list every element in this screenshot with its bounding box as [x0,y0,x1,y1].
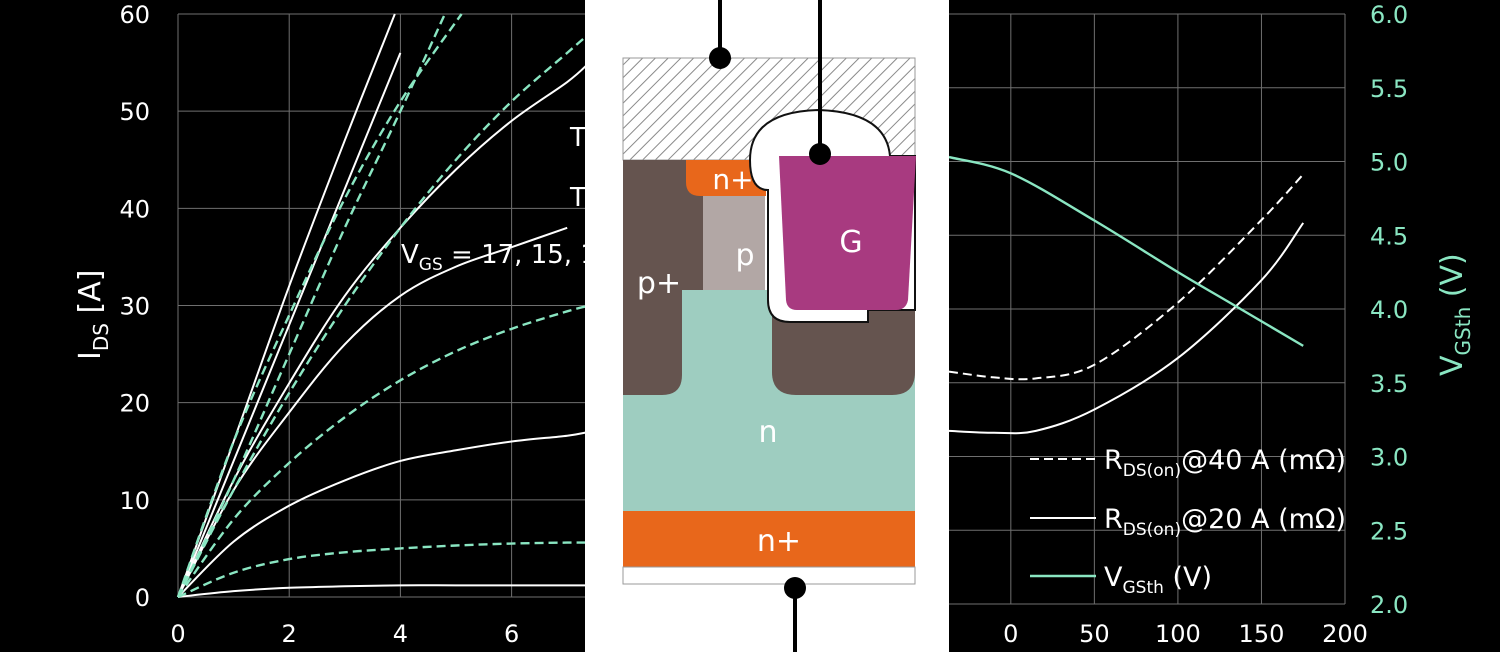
y-right-tick-label: 6.0 [1370,1,1408,29]
y-right-tick-label: 2.0 [1370,591,1408,619]
legend-label-rdson-20a: RDS(on)@20 A (mΩ) [1104,504,1346,540]
iv-curve [177,304,590,598]
label-gate: G [839,225,862,260]
iv-curve [176,32,591,598]
temperature-chart-legend: RDS(on)@40 A (mΩ) RDS(on)@20 A (mΩ) VGSt… [1030,445,1346,598]
legend-label-vgsth: VGSth (V) [1104,562,1212,598]
iv-curve [177,61,591,598]
x-tick-label: 100 [1155,620,1201,648]
iv-chart-y-axis-label: IDS [A] [73,270,113,360]
p-plus-region-right [772,300,915,395]
iv-chart-grid [177,13,585,598]
label-n-plus-bottom: n+ [757,524,801,559]
iv-chart-annotation-1: T [569,123,586,153]
n-plus-source-region [686,160,766,196]
temperature-curve [948,222,1305,435]
iv-chart-annotation-2: T [569,183,586,213]
y-right-tick-label: 4.5 [1370,222,1408,250]
temperature-chart-curves [948,155,1305,435]
temperature-curve [948,173,1304,381]
y-tick-label: 40 [119,195,150,223]
label-p-plus: p+ [637,266,681,301]
temperature-chart-right-y-axis-label: VGSth (V) [1435,253,1475,376]
temperature-chart: 0 50 100 150 200 2.0 2.5 3.0 3.5 4.0 4.5 5.0 5.5 6.0… [948,1,1475,648]
y-right-tick-label: 5.0 [1370,149,1408,177]
x-tick-label: 2 [282,620,297,648]
p-plus-region [623,160,703,395]
label-n: n [758,415,777,450]
iv-curve [177,52,402,598]
iv-chart: 0 2 4 6 0 10 20 30 40 50 60 IDS [A] T T VGS = 17,… [73,1,597,648]
y-tick-label: 60 [119,1,150,29]
iv-chart-vgs-annotation: VGS = 17, 15, 1 [401,240,597,275]
iv-curve [176,13,446,598]
y-right-tick-label: 5.5 [1370,75,1408,103]
y-right-tick-label: 3.5 [1370,370,1408,398]
source-terminal [709,47,731,69]
label-n-plus-top: n+ [712,163,753,196]
x-tick-label: 150 [1239,620,1285,648]
drain-metal-layer [622,566,916,585]
y-right-tick-label: 2.5 [1370,517,1408,545]
legend-label-rdson-40a: RDS(on)@40 A (mΩ) [1104,445,1346,481]
iv-chart-x-ticks: 0 2 4 6 [170,620,519,648]
iv-curve [177,541,590,599]
gate-electrode [779,156,916,310]
x-tick-label: 0 [1003,620,1018,648]
y-tick-label: 10 [119,487,150,515]
iv-curve [177,430,590,598]
mosfet-cross-section: n+ p p+ G n n+ [585,0,949,652]
iv-curve [177,226,568,598]
iv-curve [176,13,463,598]
iv-chart-curves [176,13,591,599]
x-tick-label: 6 [504,620,519,648]
x-tick-label: 0 [170,620,185,648]
temperature-chart-x-ticks: 0 50 100 150 200 [1003,620,1368,648]
x-tick-label: 50 [1079,620,1110,648]
temperature-chart-grid [949,13,1346,605]
x-tick-label: 4 [393,620,408,648]
y-tick-label: 20 [119,390,150,418]
label-p: p [735,238,754,273]
iv-chart-y-ticks: 0 10 20 30 40 50 60 [119,1,150,612]
iv-curve [177,584,590,598]
y-right-tick-label: 4.0 [1370,296,1408,324]
temperature-curve [948,155,1304,347]
y-tick-label: 30 [119,293,150,321]
n-plus-substrate [623,511,915,567]
y-tick-label: 0 [135,584,150,612]
drain-terminal [784,577,806,599]
x-tick-label: 200 [1322,620,1368,648]
p-region [703,196,765,290]
y-right-tick-label: 3.0 [1370,444,1408,472]
temperature-chart-right-y-ticks: 2.0 2.5 3.0 3.5 4.0 4.5 5.0 5.5 6.0 [1370,1,1408,619]
gate-terminal [809,143,831,165]
y-tick-label: 50 [119,98,150,126]
